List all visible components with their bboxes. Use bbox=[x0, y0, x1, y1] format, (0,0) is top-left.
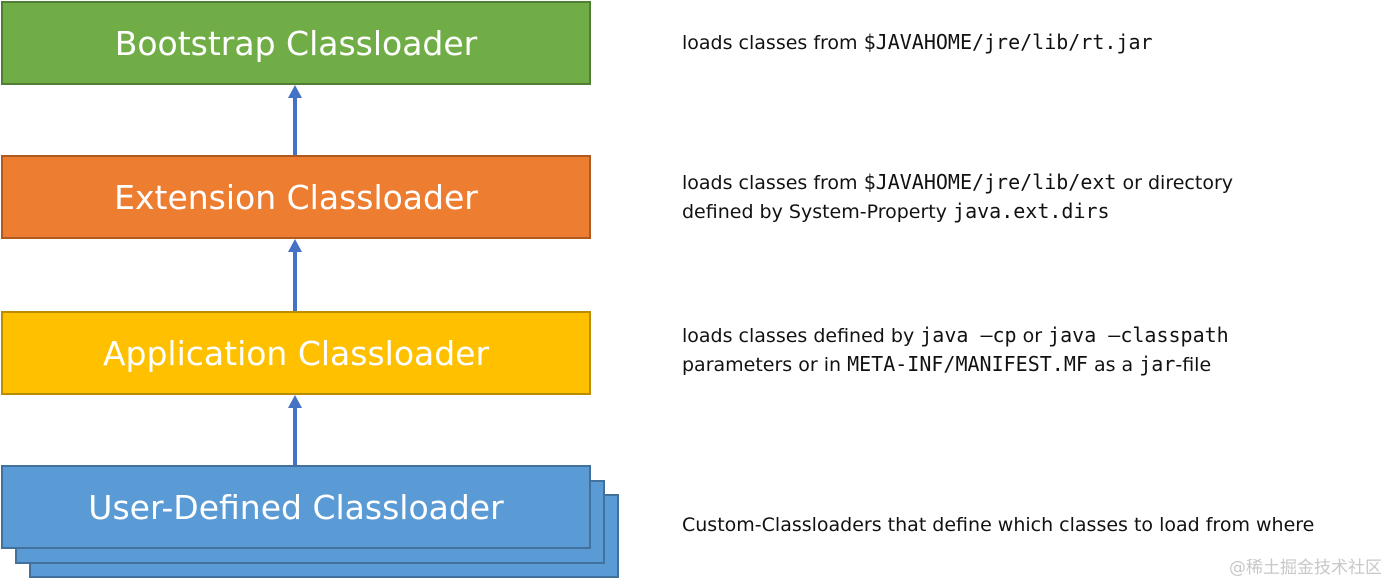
application-description: loads classes defined by java —cp or jav… bbox=[682, 321, 1382, 379]
extension-desc-property: java.ext.dirs bbox=[953, 199, 1110, 223]
extension-desc-text-1: loads classes from bbox=[682, 172, 864, 194]
bootstrap-desc-text: loads classes from bbox=[682, 32, 864, 54]
application-desc-text-4: as a bbox=[1087, 354, 1140, 376]
bootstrap-classloader-box: Bootstrap Classloader bbox=[1, 1, 591, 85]
application-classloader-label: Application Classloader bbox=[102, 333, 490, 373]
application-desc-cp-flag: java —cp bbox=[920, 323, 1017, 347]
application-desc-classpath-flag: java —classpath bbox=[1048, 323, 1229, 347]
extension-description: loads classes from $JAVAHOME/jre/lib/ext… bbox=[682, 168, 1382, 226]
arrow-user-defined-to-application bbox=[288, 395, 302, 465]
arrow-application-to-extension bbox=[288, 239, 302, 311]
application-desc-text-5: -file bbox=[1175, 354, 1212, 376]
user-defined-classloader-label: User-Defined Classloader bbox=[88, 487, 504, 527]
watermark: @稀土掘金技术社区 bbox=[1229, 558, 1382, 578]
extension-classloader-label: Extension Classloader bbox=[114, 177, 478, 217]
user-defined-desc-text: Custom-Classloaders that define which cl… bbox=[682, 514, 1315, 536]
extension-desc-line-2: defined by System-Property java.ext.dirs bbox=[682, 197, 1382, 226]
application-desc-jar: jar bbox=[1139, 352, 1176, 376]
bootstrap-desc-path: $JAVAHOME/jre/lib/rt.jar bbox=[863, 30, 1153, 54]
application-desc-manifest: META-INF/MANIFEST.MF bbox=[847, 352, 1088, 376]
application-desc-text-3: parameters or in bbox=[682, 354, 848, 376]
application-desc-line-1: loads classes defined by java —cp or jav… bbox=[682, 321, 1382, 350]
extension-desc-text-3: defined by System-Property bbox=[682, 201, 954, 223]
extension-classloader-box: Extension Classloader bbox=[1, 155, 591, 239]
user-defined-classloader-box: User-Defined Classloader bbox=[1, 465, 591, 549]
extension-desc-text-2: or directory bbox=[1116, 172, 1233, 194]
application-desc-text-1: loads classes defined by bbox=[682, 325, 921, 347]
application-desc-text-2: or bbox=[1016, 325, 1049, 347]
extension-desc-line-1: loads classes from $JAVAHOME/jre/lib/ext… bbox=[682, 168, 1382, 197]
application-classloader-box: Application Classloader bbox=[1, 311, 591, 395]
bootstrap-classloader-label: Bootstrap Classloader bbox=[114, 23, 478, 63]
extension-desc-path: $JAVAHOME/jre/lib/ext bbox=[863, 170, 1117, 194]
arrow-extension-to-bootstrap bbox=[288, 85, 302, 155]
user-defined-description: Custom-Classloaders that define which cl… bbox=[682, 511, 1382, 539]
application-desc-line-2: parameters or in META-INF/MANIFEST.MF as… bbox=[682, 350, 1382, 379]
bootstrap-description: loads classes from $JAVAHOME/jre/lib/rt.… bbox=[682, 28, 1382, 57]
